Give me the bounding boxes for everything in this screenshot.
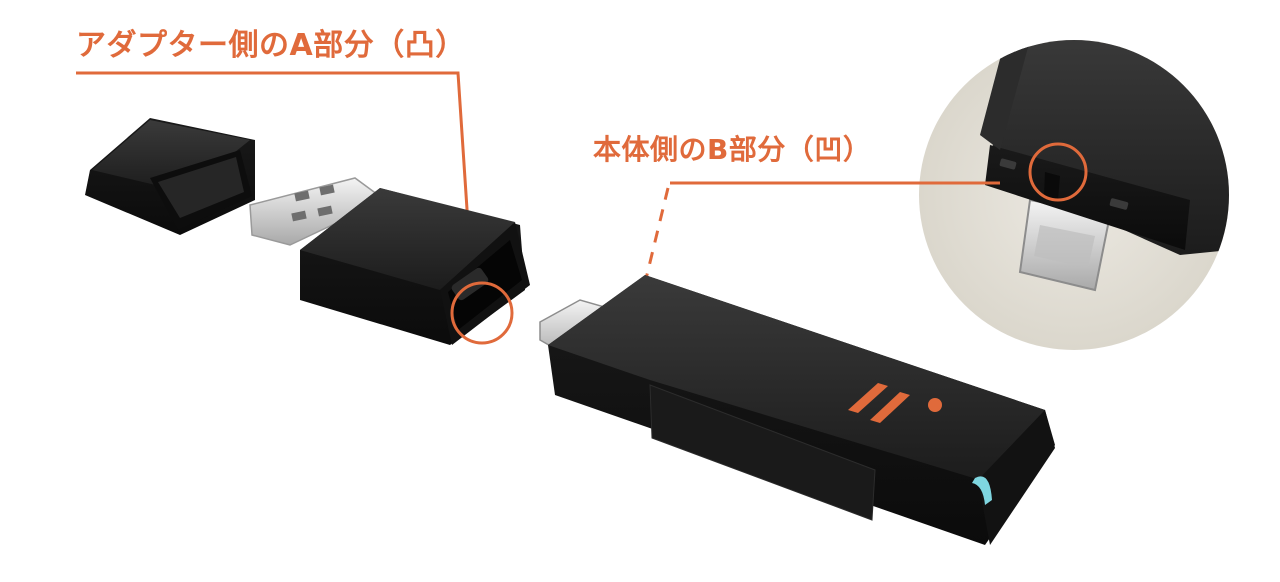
closeup-highlight-ring [1028, 142, 1088, 202]
label-adapter-part-a: アダプター側のA部分（凸） [76, 28, 466, 63]
usb-a-adapter [249, 177, 530, 345]
brand-logo [848, 383, 942, 423]
usb-c-drive [539, 275, 1055, 545]
usb-cap [85, 118, 255, 235]
label-body-part-b: 本体側のB部分（凹） [593, 133, 872, 166]
status-led [972, 476, 992, 505]
connector-closeup [919, 40, 1229, 350]
adapter-highlight-ring [450, 281, 514, 345]
